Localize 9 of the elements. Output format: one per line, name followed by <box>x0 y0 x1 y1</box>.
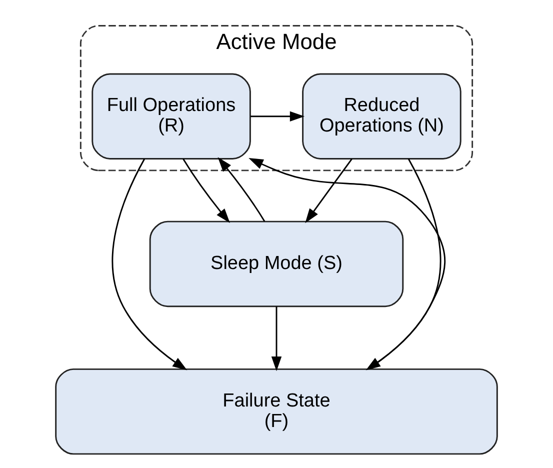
arrow <box>305 158 352 224</box>
node-box: Reduced Operations (N) <box>302 73 462 160</box>
arrow <box>218 157 266 222</box>
arrow <box>250 111 305 122</box>
arrow <box>271 306 282 372</box>
arrow <box>182 158 230 224</box>
node-box: Full Operations (R) <box>92 73 251 160</box>
node-box: Failure State (F) <box>55 368 498 455</box>
node-box: Sleep Mode (S) <box>149 220 404 308</box>
